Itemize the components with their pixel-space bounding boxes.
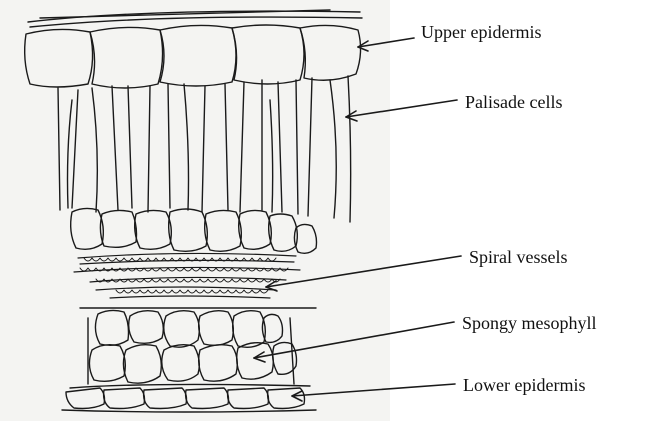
upper-epidermis-layer (25, 25, 361, 88)
label-upper-epidermis: Upper epidermis (421, 22, 541, 42)
leader-arrows (254, 38, 461, 401)
label-spongy-mesophyll: Spongy mesophyll (462, 313, 597, 333)
label-spiral-vessels: Spiral vessels (469, 247, 568, 267)
lower-epidermis-layer (62, 384, 316, 412)
palisade-layer (58, 76, 351, 222)
arrow-lower-epidermis (292, 384, 455, 396)
arrow-spiral-vessels (266, 256, 461, 287)
bundle-sheath-layer (71, 208, 317, 253)
spiral-vessels-layer (74, 253, 316, 308)
cuticle-lines (28, 10, 362, 27)
arrow-palisade-cells (346, 100, 457, 117)
label-lower-epidermis: Lower epidermis (463, 375, 585, 395)
arrow-spongy-mesophyll (254, 322, 454, 358)
label-palisade-cells: Palisade cells (465, 92, 562, 112)
spongy-mesophyll-layer (88, 310, 297, 384)
